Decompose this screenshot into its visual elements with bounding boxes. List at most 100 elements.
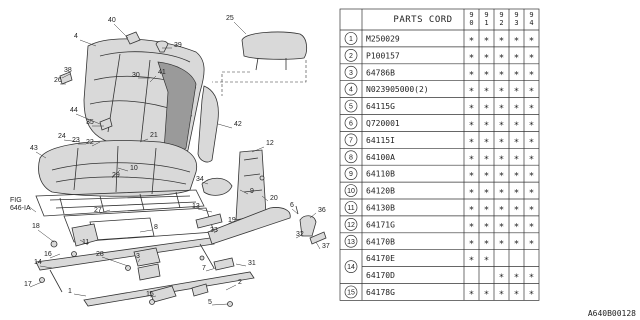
applicability-mark: * bbox=[529, 239, 534, 249]
applicability-mark: * bbox=[469, 121, 474, 131]
applicability-mark: * bbox=[499, 189, 504, 199]
leader-line bbox=[37, 229, 55, 243]
applicability-mark: * bbox=[469, 290, 474, 300]
applicability-mark: * bbox=[529, 121, 534, 131]
callout-label: 37 bbox=[322, 243, 330, 250]
callout-label: 3 bbox=[136, 253, 140, 260]
leader-line bbox=[239, 189, 249, 195]
callout-label: 41 bbox=[158, 69, 166, 76]
callout-label: 1 bbox=[68, 288, 72, 295]
applicability-mark: * bbox=[469, 172, 474, 182]
row-number: 12 bbox=[347, 222, 355, 229]
leader-line bbox=[111, 169, 121, 179]
cushion-frame bbox=[35, 189, 205, 217]
callout-label: 16 bbox=[44, 251, 52, 258]
row-number-circle bbox=[344, 218, 358, 231]
callout-label: 39 bbox=[174, 42, 182, 49]
part-code: P100157 bbox=[366, 51, 400, 60]
applicability-mark: * bbox=[499, 70, 504, 80]
callout-label: 28 bbox=[96, 251, 104, 258]
applicability-mark: * bbox=[484, 222, 489, 232]
leader-line bbox=[27, 205, 37, 213]
callout-label: 25 bbox=[226, 15, 234, 22]
applicability-mark: * bbox=[484, 36, 489, 46]
part-code: 64110B bbox=[366, 170, 395, 179]
applicability-mark: * bbox=[484, 290, 489, 300]
part-code: 64120B bbox=[366, 187, 395, 196]
part-code: 64170E bbox=[366, 254, 395, 263]
applicability-mark: * bbox=[529, 273, 534, 283]
applicability-mark: * bbox=[499, 172, 504, 182]
applicability-mark: * bbox=[514, 155, 519, 165]
part-code: 64115G bbox=[366, 102, 395, 111]
applicability-mark: * bbox=[469, 87, 474, 97]
row-number-circle bbox=[344, 133, 358, 147]
row-number-circle bbox=[344, 116, 358, 130]
leader-line bbox=[235, 263, 247, 267]
applicability-mark: * bbox=[469, 104, 474, 114]
applicability-mark: * bbox=[529, 53, 534, 63]
applicability-mark: * bbox=[514, 70, 519, 80]
leader-line bbox=[233, 21, 247, 35]
applicability-mark: * bbox=[514, 273, 519, 283]
leader-line bbox=[291, 208, 299, 215]
callout-label: 32 bbox=[296, 231, 304, 238]
row-number: 11 bbox=[347, 205, 354, 212]
callout-label: 8 bbox=[154, 224, 158, 231]
leader-line bbox=[117, 167, 129, 172]
applicability-mark: * bbox=[469, 70, 474, 80]
callout-label: 22 bbox=[86, 139, 94, 146]
callout-label: 36 bbox=[318, 207, 326, 214]
row-number-circle bbox=[344, 234, 358, 248]
callout-label: 14 bbox=[34, 259, 42, 266]
callout-label: 30 bbox=[132, 72, 140, 79]
row-number: 5 bbox=[349, 104, 353, 111]
applicability-mark: * bbox=[484, 138, 489, 148]
leader-line bbox=[197, 208, 213, 213]
callout-label: 42 bbox=[234, 121, 242, 128]
leader-line bbox=[73, 293, 87, 297]
row-number: 2 bbox=[349, 53, 353, 60]
callout-label: 40 bbox=[108, 17, 116, 24]
applicability-mark: * bbox=[484, 205, 489, 215]
leader-line bbox=[79, 39, 97, 47]
leader-line bbox=[217, 123, 233, 129]
callout-label: 2 bbox=[238, 279, 242, 286]
row-number-circle bbox=[344, 48, 358, 62]
applicability-mark: * bbox=[469, 53, 474, 63]
callout-label: 13 bbox=[192, 203, 200, 210]
callout-label: 10 bbox=[130, 165, 138, 172]
leader-line bbox=[113, 23, 129, 39]
part-code: 64171G bbox=[366, 220, 395, 229]
row-number-circle bbox=[344, 201, 358, 214]
callout-label: 26 bbox=[54, 77, 62, 84]
leader-line bbox=[315, 241, 321, 250]
applicability-mark: * bbox=[469, 256, 474, 266]
part-code: N023905000(2) bbox=[366, 85, 429, 94]
applicability-mark: * bbox=[529, 87, 534, 97]
leader-line bbox=[201, 181, 209, 185]
leader-line bbox=[49, 253, 61, 259]
row-number-circle bbox=[344, 260, 358, 273]
applicability-mark: * bbox=[514, 222, 519, 232]
applicability-mark: * bbox=[499, 222, 504, 232]
applicability-mark: * bbox=[484, 70, 489, 80]
leader-line bbox=[213, 229, 219, 234]
callout-label: 19 bbox=[228, 217, 236, 224]
callout-label: 31 bbox=[248, 260, 256, 267]
applicability-mark: * bbox=[529, 205, 534, 215]
recliner-bracket bbox=[235, 149, 267, 221]
row-number: 14 bbox=[347, 264, 355, 271]
callout-label: 34 bbox=[196, 176, 204, 183]
applicability-mark: * bbox=[529, 138, 534, 148]
callout-label: 44 bbox=[70, 107, 78, 114]
applicability-mark: * bbox=[499, 290, 504, 300]
leader-line bbox=[295, 235, 301, 239]
part-code: 64786B bbox=[366, 68, 395, 77]
row-number: 15 bbox=[347, 289, 355, 296]
leader-line bbox=[29, 281, 43, 288]
